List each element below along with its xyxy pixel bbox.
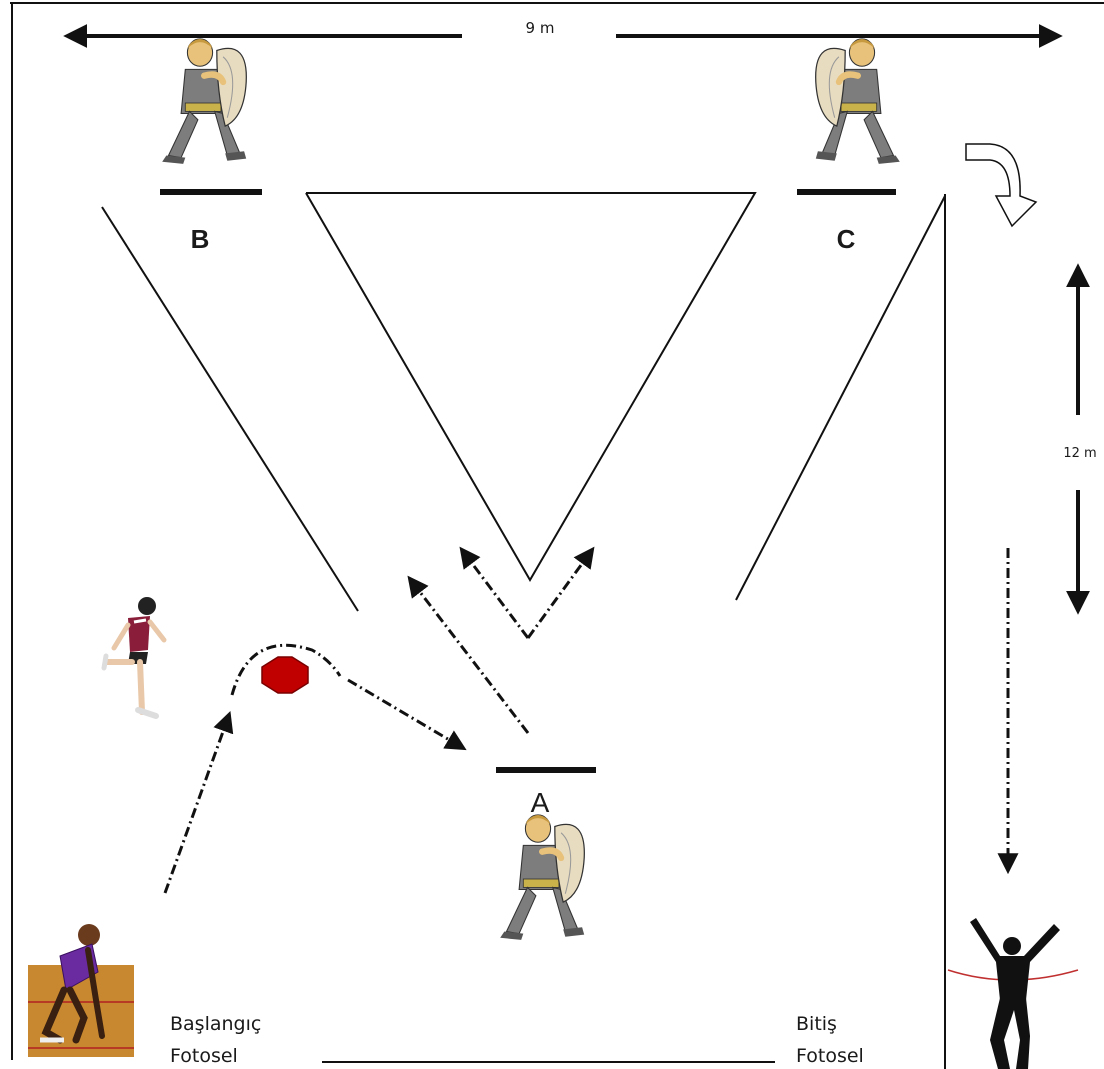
- side-runner-icon: [101, 597, 167, 719]
- run-path: [163, 546, 1019, 894]
- start-runner-icon: [28, 924, 134, 1057]
- width-label: 9 m: [526, 19, 555, 37]
- start-label-line2: Fotosel: [170, 1045, 238, 1067]
- cone-icon: [261, 656, 309, 694]
- holder-c-figure: [816, 39, 900, 164]
- finish-label-line1: Bitiş: [796, 1013, 837, 1035]
- holder-b-figure: [162, 39, 246, 164]
- finish-label-line2: Fotosel: [796, 1045, 864, 1067]
- holder-a-figure: [500, 815, 584, 940]
- right-diagonal: [735, 195, 946, 601]
- station-c-label: C: [837, 224, 856, 254]
- finisher-icon: [947, 918, 1079, 1069]
- station-b-label: B: [191, 224, 210, 254]
- height-label: 12 m: [1063, 446, 1096, 461]
- left-diagonal: [101, 206, 359, 612]
- station-a-label: A: [531, 787, 550, 818]
- turn-arrow-icon: [965, 143, 1038, 228]
- center-v-lines: [305, 192, 757, 582]
- start-label-line1: Başlangıç: [170, 1013, 261, 1035]
